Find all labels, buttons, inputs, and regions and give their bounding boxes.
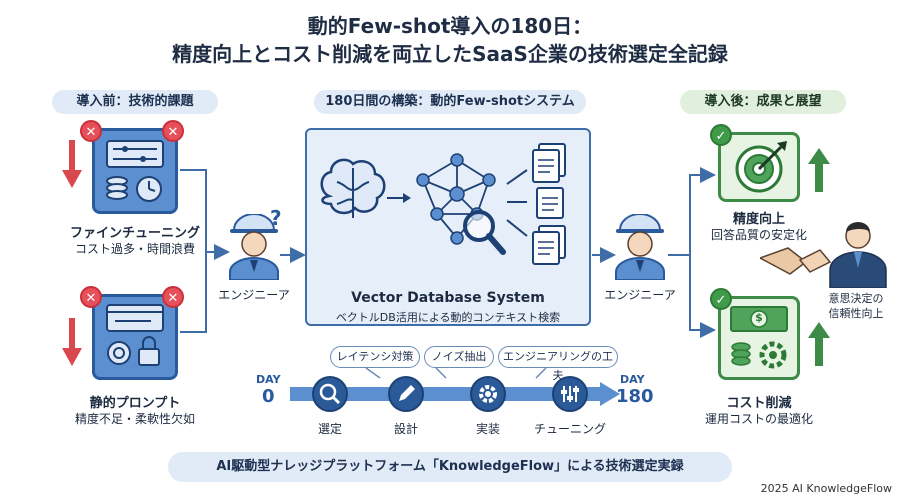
step-design-icon — [388, 376, 424, 412]
step-label-tuning: チューニング — [533, 422, 606, 436]
step-label-select: 選定 — [317, 422, 342, 436]
step-label-design: 設計 — [393, 422, 418, 436]
step-tuning-icon — [552, 376, 588, 412]
magnifier-icon — [463, 210, 506, 255]
error-badge-icon: ✕ — [80, 120, 102, 142]
fine-tuning-desc: コスト過多・時間浪費 — [74, 242, 195, 256]
accuracy-card — [718, 132, 800, 202]
check-badge-icon: ✓ — [710, 124, 732, 146]
day-start: 0 — [262, 386, 275, 407]
step-implement-icon — [470, 376, 506, 412]
page-subtitle: 精度向上とコスト削減を両立したSaaS企業の技術選定全記録 — [172, 42, 728, 66]
accuracy-title: 精度向上 — [732, 212, 785, 227]
tag-noise: ノイズ抽出 — [424, 346, 494, 368]
accuracy-desc: 回答品質の安定化 — [710, 228, 807, 242]
engineer-icon — [615, 213, 665, 281]
handshake-businessman — [758, 218, 896, 289]
day-label-start: DAY — [256, 373, 281, 386]
check-badge-icon: ✓ — [710, 288, 732, 310]
fine-tuning-card — [92, 128, 178, 214]
engineer-icon — [229, 213, 279, 281]
handshake-icon — [758, 222, 887, 289]
trust-line2: 信頼性向上 — [828, 307, 884, 320]
trust-line1: 意思決定の — [828, 292, 884, 305]
static-prompt-card — [92, 294, 178, 380]
error-badge-icon: ✕ — [162, 120, 184, 142]
window-target-lock-icon — [106, 304, 164, 366]
system-title: Vector Database System — [351, 290, 545, 306]
vector-db-system-box: Vector Database System ベクトルDB活用による動的コンテキ… — [305, 128, 591, 326]
up-arrow-icon — [808, 322, 830, 366]
system-desc: ベクトルDB活用による動的コンテキスト検索 — [335, 311, 561, 324]
engineer-label-left: エンジニーア — [218, 288, 290, 302]
brain-network-docs-icon — [320, 143, 566, 265]
error-badge-icon: ✕ — [80, 286, 102, 308]
question-mark: ? — [270, 206, 282, 230]
day-label-end: DAY — [620, 373, 645, 386]
tag-engineering: エンジニアリングの工夫 — [498, 346, 618, 382]
engineer-avatar — [226, 213, 282, 281]
down-arrow-icon — [62, 318, 82, 368]
build-header: 180日間の構築：動的Few-shotシステム — [314, 90, 586, 114]
footer-banner: AI駆動型ナレッジプラットフォーム「KnowledgeFlow」による技術選定実… — [168, 452, 732, 482]
page-title: 動的Few-shot導入の180日： — [307, 14, 593, 38]
target-icon — [735, 141, 787, 193]
engineer-label-right: エンジニーア — [604, 288, 676, 302]
brain-icon — [320, 158, 386, 218]
cost-desc: 運用コストの最適化 — [704, 412, 813, 426]
static-prompt-desc: 精度不足・柔軟性欠如 — [74, 412, 195, 426]
down-arrow-icon — [62, 140, 82, 190]
sliders-coins-clock-icon — [106, 140, 164, 202]
credit-text: 2025 AI KnowledgeFlow — [760, 482, 892, 495]
error-badge-icon: ✕ — [162, 286, 184, 308]
cost-card: $ — [718, 296, 800, 380]
day-end: 180 — [616, 386, 654, 407]
fine-tuning-title: ファインチューニング — [69, 226, 200, 241]
cost-title: コスト削減 — [726, 396, 792, 411]
up-arrow-icon — [808, 148, 830, 192]
step-label-implement: 実装 — [475, 422, 500, 436]
tag-latency: レイテンシ対策 — [330, 346, 420, 368]
money-gear-icon — [730, 306, 788, 369]
engineer-avatar-right — [612, 213, 668, 281]
before-header: 導入前：技術的課題 — [52, 90, 218, 114]
step-select-icon — [312, 376, 348, 412]
after-header: 導入後：成果と展望 — [680, 90, 846, 114]
static-prompt-title: 静的プロンプト — [89, 396, 181, 411]
dollar-sign: $ — [755, 311, 763, 324]
